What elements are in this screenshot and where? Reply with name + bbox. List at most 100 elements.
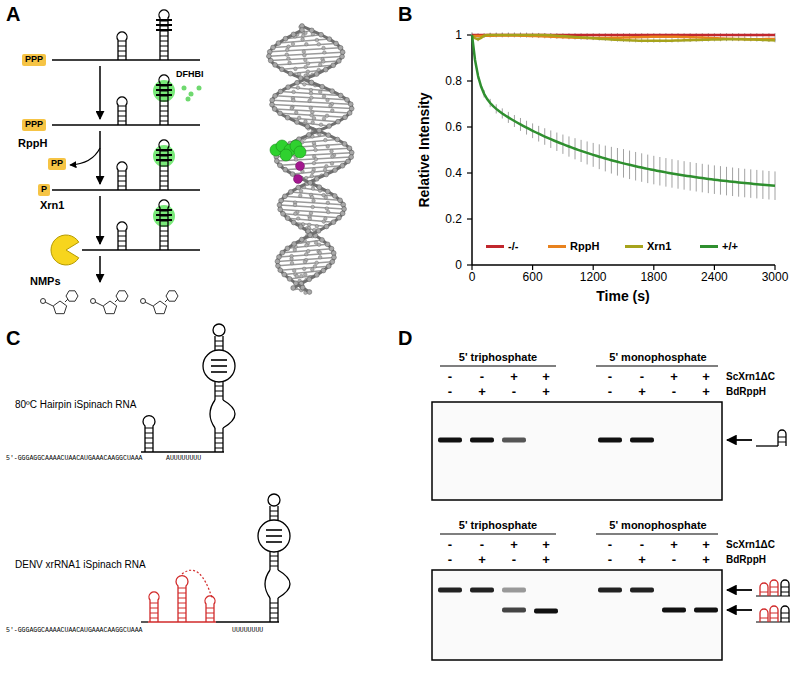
atom xyxy=(320,238,325,243)
base-pair xyxy=(160,231,168,232)
atom xyxy=(349,155,354,160)
atom xyxy=(326,201,330,205)
g-quartet xyxy=(266,541,282,543)
base-pair xyxy=(118,246,126,247)
gel-band xyxy=(438,588,462,593)
atom xyxy=(303,53,307,57)
atom xyxy=(347,146,352,151)
tick-label: 0.6 xyxy=(445,121,462,133)
legend-swatch xyxy=(548,245,566,248)
header-rule xyxy=(440,533,556,534)
base-pair xyxy=(160,51,168,52)
atom xyxy=(282,272,287,277)
base-pair xyxy=(270,603,278,604)
atom xyxy=(296,86,300,90)
base-pair xyxy=(118,241,126,242)
base-pair xyxy=(178,618,186,619)
base-pair xyxy=(178,613,186,614)
atom xyxy=(326,98,330,102)
base-pair xyxy=(215,341,223,342)
phosphate xyxy=(91,299,96,304)
base-pair-rung xyxy=(275,61,339,65)
rna-icon xyxy=(756,621,790,622)
atom xyxy=(340,54,345,59)
atom xyxy=(311,121,315,125)
band-arrow xyxy=(727,589,752,591)
legend-swatch xyxy=(625,245,643,248)
atom xyxy=(326,264,331,269)
legend-entry: Xrn1 xyxy=(625,240,671,252)
tick-label: 1 xyxy=(455,29,462,41)
atom xyxy=(317,128,322,133)
atom xyxy=(296,217,300,221)
stem-loop xyxy=(760,583,768,596)
base-pair xyxy=(270,516,278,517)
stem-loop xyxy=(781,606,789,622)
legend-entry: -/- xyxy=(486,240,518,252)
atom xyxy=(292,242,297,247)
base-pair xyxy=(781,613,789,614)
row-label: BdRppH xyxy=(726,387,766,397)
atom xyxy=(325,189,330,194)
quadruplex-bar xyxy=(156,19,172,21)
atom xyxy=(338,198,343,203)
quadruplex-bar xyxy=(156,209,172,211)
tick xyxy=(653,265,654,270)
lane-sign: + xyxy=(638,385,646,398)
atom xyxy=(292,90,296,94)
atom xyxy=(298,194,302,198)
gel-band xyxy=(502,438,526,443)
atom xyxy=(291,286,296,291)
quadruplex-loop xyxy=(258,520,290,552)
base-pair xyxy=(118,231,126,232)
phosphate-bond xyxy=(95,302,103,306)
lane-sign: + xyxy=(542,538,550,551)
atom xyxy=(308,99,312,103)
tick xyxy=(471,265,472,270)
atom xyxy=(276,263,281,268)
atom xyxy=(278,268,283,273)
base-pair xyxy=(215,391,223,392)
stem-loop xyxy=(149,592,159,622)
legend-entry: +/+ xyxy=(700,240,738,252)
atom xyxy=(314,176,319,181)
atom xyxy=(348,102,353,107)
axis-title: Time (s) xyxy=(596,289,649,303)
base-pair xyxy=(206,613,214,614)
atom xyxy=(326,210,330,214)
base-pair xyxy=(150,618,158,619)
atom xyxy=(267,54,272,59)
atom xyxy=(279,67,284,72)
atom xyxy=(345,97,350,102)
base-pair xyxy=(178,608,186,609)
base-pair xyxy=(145,448,153,449)
tick-label: 1800 xyxy=(640,271,667,283)
atom xyxy=(274,159,279,164)
atom xyxy=(296,185,301,190)
header-rule xyxy=(596,365,718,366)
internal-loop xyxy=(278,570,290,598)
atom xyxy=(308,233,313,238)
stem-loop xyxy=(159,10,169,60)
atom xyxy=(278,89,283,94)
atom xyxy=(302,267,306,271)
atom xyxy=(273,93,278,98)
base-pair xyxy=(178,598,186,599)
fluorophore-atom xyxy=(280,149,292,161)
base-pair xyxy=(270,613,278,614)
base-pair xyxy=(160,111,168,112)
atom xyxy=(285,246,290,251)
atom xyxy=(302,50,306,54)
glycosidic-bond xyxy=(165,299,168,302)
atom xyxy=(315,261,319,265)
lane-sign: + xyxy=(702,370,710,383)
atom xyxy=(319,123,323,127)
rna-icon xyxy=(756,595,790,596)
base-pair-rung xyxy=(280,161,348,165)
atom xyxy=(327,124,332,129)
atom xyxy=(346,159,351,164)
quadruplex-bar xyxy=(156,149,172,151)
stem-loop xyxy=(117,32,127,60)
panel-letter: B xyxy=(398,4,412,24)
atom xyxy=(290,172,295,177)
